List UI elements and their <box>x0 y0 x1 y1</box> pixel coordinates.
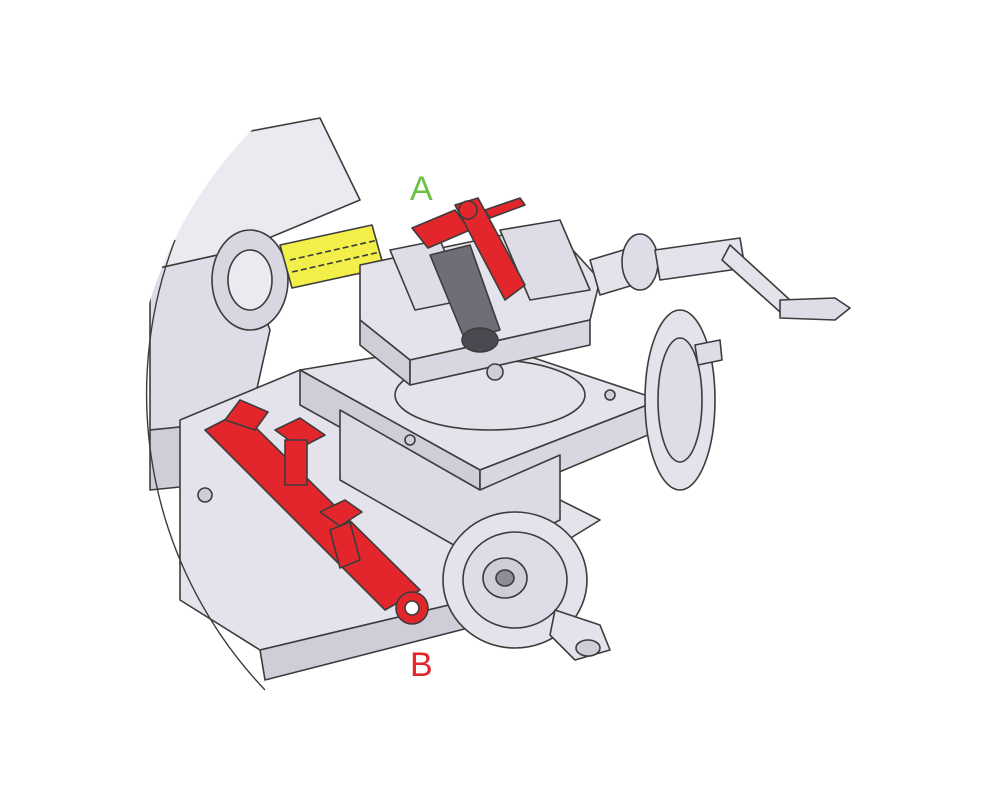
circular-detail-view <box>149 117 851 681</box>
side-handwheel <box>644 309 723 491</box>
front-handwheel <box>442 511 611 661</box>
brush-cutter <box>279 224 385 289</box>
crank-handle <box>589 233 851 321</box>
red-slide-rail <box>204 399 429 625</box>
detail-circle-edge <box>145 239 266 691</box>
vise-assembly <box>359 219 601 431</box>
label-a: A <box>410 170 433 208</box>
label-b: B <box>410 646 433 684</box>
red-clamp-stop <box>411 197 526 301</box>
